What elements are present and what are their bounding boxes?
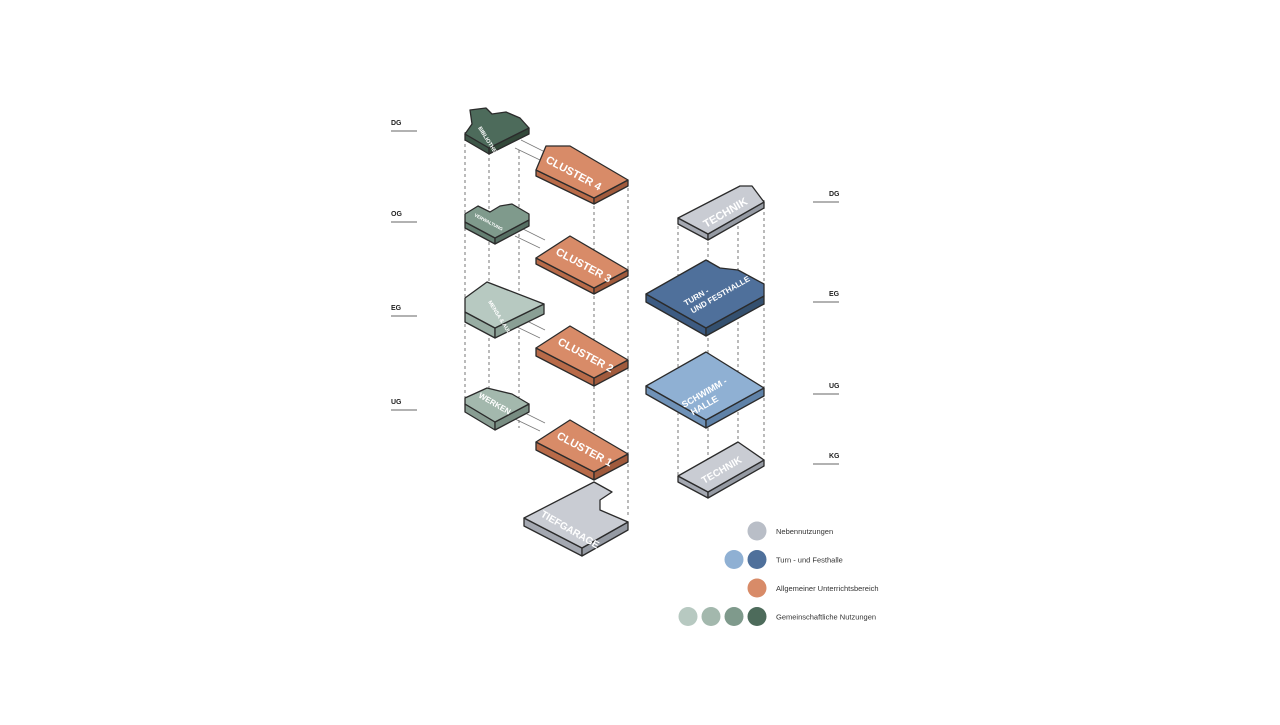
block-verwaltung: VERWALTUNG: [464, 203, 530, 245]
block-tiefgarage: TIEFGARAGE: [523, 481, 629, 557]
block-technik-bottom: TECHNIK: [677, 441, 765, 499]
block-cluster-4: CLUSTER 4: [535, 145, 629, 205]
legend-swatch: [747, 607, 767, 626]
level-label-ug-right: UG: [829, 383, 840, 390]
block-cluster-1: CLUSTER 1: [535, 419, 629, 481]
block-cluster-3: CLUSTER 3: [535, 235, 629, 295]
level-label-dg-left: DG: [391, 120, 402, 127]
block-turnhalle: TURN - UND FESTHALLE: [645, 259, 765, 337]
level-label-og-left: OG: [391, 211, 402, 218]
legend-label: Nebennutzungen: [776, 527, 833, 536]
legend-label: Gemeinschaftliche Nutzungen: [776, 612, 876, 621]
legend-swatch: [678, 607, 698, 626]
legend-swatch: [724, 607, 744, 626]
levels-right: DG EG UG KG: [813, 191, 840, 465]
level-label-kg-right: KG: [829, 453, 840, 460]
block-bibliothek: BIBLIOTHEK: [464, 107, 530, 158]
legend-label: Turn - und Festhalle: [776, 555, 843, 564]
projection-lines-right: [677, 196, 765, 492]
level-label-ug-left: UG: [391, 399, 402, 406]
legend-swatch: [747, 521, 767, 541]
level-label-eg-left: EG: [391, 305, 402, 312]
block-schwimmhalle: SCHWIMM - HALLE: [645, 351, 765, 429]
connection-lines: [514, 139, 546, 432]
block-cluster-2: CLUSTER 2: [535, 325, 629, 387]
legend-swatch: [701, 607, 721, 626]
block-mensa-aula: MENSA & AULA: [464, 281, 545, 339]
levels-left: DG OG EG UG: [391, 120, 417, 411]
block-technik-top: TECHNIK: [677, 185, 765, 241]
legend-label: Allgemeiner Unterrichtsbereich: [776, 584, 879, 593]
legend-swatch: [747, 550, 767, 569]
level-label-eg-right: EG: [829, 291, 840, 298]
level-label-dg-right: DG: [829, 191, 840, 198]
legend-swatch: [724, 550, 744, 569]
block-werken: WERKEN: [464, 387, 530, 431]
legend-swatch: [747, 578, 767, 598]
